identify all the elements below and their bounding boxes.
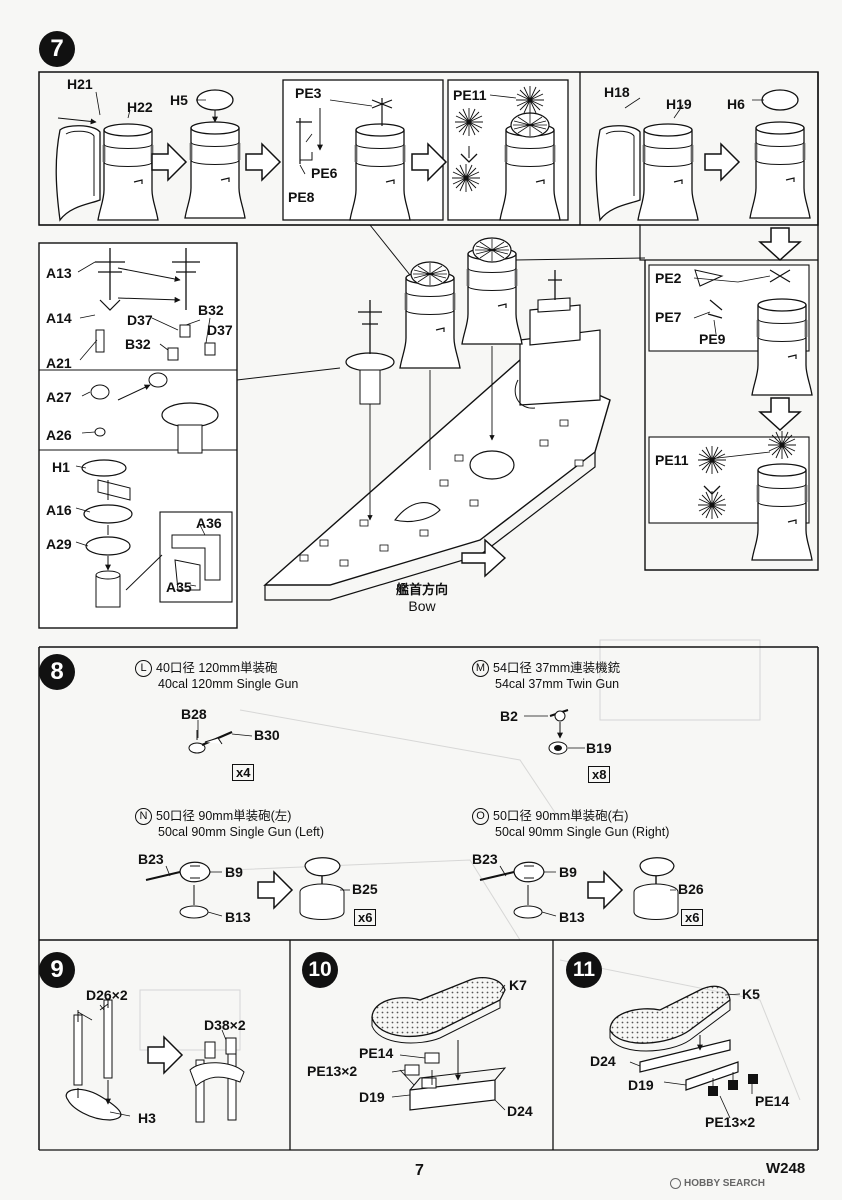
gun-o-caption: O 50口径 90mm単装砲(右) 50cal 90mm Single Gun (…	[472, 808, 669, 841]
part-label-pe7: PE7	[655, 309, 682, 325]
part-label-a21: A21	[46, 355, 72, 371]
gun-l-en: 40cal 120mm Single Gun	[158, 677, 299, 691]
part-label-pe11-a: PE11	[453, 87, 487, 103]
gun-n-jp: 50口径 90mm単装砲(左)	[156, 808, 292, 823]
part-label-b9-o: B9	[559, 864, 577, 880]
part-label-a13: A13	[46, 265, 72, 281]
part-label-d19-s11: D19	[628, 1077, 654, 1093]
step-9-badge: 9	[39, 952, 75, 988]
part-label-pe9: PE9	[699, 331, 726, 347]
part-label-a26: A26	[46, 427, 72, 443]
gun-o-en: 50cal 90mm Single Gun (Right)	[495, 825, 670, 839]
part-label-h6: H6	[727, 96, 745, 112]
part-label-h1: H1	[52, 459, 70, 475]
part-label-a29: A29	[46, 536, 72, 552]
part-label-d38: D38×2	[204, 1017, 246, 1033]
part-label-pe3: PE3	[295, 85, 322, 101]
part-label-pe6: PE6	[311, 165, 338, 181]
gun-l-letter: L	[135, 660, 152, 677]
gun-m-jp: 54口径 37mm連装機銃	[493, 660, 621, 675]
part-label-h19: H19	[666, 96, 692, 112]
part-label-pe14-s10: PE14	[359, 1045, 394, 1061]
gun-l-caption: L 40口径 120mm単装砲 40cal 120mm Single Gun	[135, 660, 298, 693]
part-label-b25: B25	[352, 881, 378, 897]
step-10-badge: 10	[302, 952, 338, 988]
gun-l-jp: 40口径 120mm単装砲	[156, 660, 278, 675]
gun-m-caption: M 54口径 37mm連装機銃 54cal 37mm Twin Gun	[472, 660, 620, 693]
watermark-logo-icon	[670, 1178, 681, 1189]
step-8-badge: 8	[39, 654, 75, 690]
gun-o-jp: 50口径 90mm単装砲(右)	[493, 808, 629, 823]
part-label-b28: B28	[181, 706, 207, 722]
step-7-badge: 7	[39, 31, 75, 67]
part-label-a27: A27	[46, 389, 72, 405]
gun-n-qty: x6	[354, 909, 377, 926]
part-label-k7: K7	[509, 977, 527, 993]
part-label-b32-a: B32	[198, 302, 224, 318]
bow-label-jp: 艦首方向	[395, 582, 448, 597]
part-label-a36: A36	[196, 515, 222, 531]
part-label-h21: H21	[67, 76, 93, 92]
part-label-k5: K5	[742, 986, 760, 1002]
part-label-h5: H5	[170, 92, 188, 108]
bow-label-en: Bow	[408, 597, 436, 614]
part-label-d37-a: D37	[127, 312, 153, 328]
gun-n-letter: N	[135, 808, 152, 825]
part-label-b13-o: B13	[559, 909, 585, 925]
kit-code: W248	[766, 1160, 806, 1177]
part-label-pe2: PE2	[655, 270, 682, 286]
part-label-b2: B2	[500, 708, 518, 724]
gun-o-letter: O	[472, 808, 489, 825]
part-label-b30: B30	[254, 727, 280, 743]
gun-o-qty: x6	[681, 909, 704, 926]
part-label-h22: H22	[127, 99, 153, 115]
gun-m-letter: M	[472, 660, 489, 677]
step-11-badge: 11	[566, 952, 602, 988]
part-label-b9-n: B9	[225, 864, 243, 880]
gun-m-en: 54cal 37mm Twin Gun	[495, 677, 620, 691]
part-label-d24-s11: D24	[590, 1053, 616, 1069]
bow-direction-label: 艦首方向 Bow	[390, 582, 454, 614]
part-label-b13-n: B13	[225, 909, 251, 925]
part-label-pe11-b: PE11	[655, 452, 689, 468]
gun-n-en: 50cal 90mm Single Gun (Left)	[158, 825, 325, 839]
part-label-d24-s10: D24	[507, 1103, 533, 1119]
part-label-b32-b: B32	[125, 336, 151, 352]
gun-n-caption: N 50口径 90mm単装砲(左) 50cal 90mm Single Gun (…	[135, 808, 324, 841]
part-label-pe8: PE8	[288, 189, 315, 205]
gun-l-qty: x4	[232, 764, 255, 781]
part-label-pe13-s11: PE13×2	[705, 1114, 756, 1130]
part-label-b23-o: B23	[472, 851, 498, 867]
part-label-b23-n: B23	[138, 851, 164, 867]
part-label-d19-s10: D19	[359, 1089, 385, 1105]
part-label-a14: A14	[46, 310, 72, 326]
gun-m-qty: x8	[588, 766, 611, 783]
part-label-a16: A16	[46, 502, 72, 518]
page-number: 7	[415, 1162, 424, 1179]
watermark-text: HOBBY SEARCH	[684, 1178, 765, 1190]
part-label-d26: D26×2	[86, 987, 128, 1003]
part-label-pe14-s11: PE14	[755, 1093, 790, 1109]
part-label-d37-b: D37	[207, 322, 233, 338]
part-label-h3: H3	[138, 1110, 156, 1126]
part-label-b19: B19	[586, 740, 612, 756]
part-label-a35: A35	[166, 579, 192, 595]
part-label-h18: H18	[604, 84, 630, 100]
watermark: HOBBY SEARCH	[670, 1178, 765, 1189]
part-label-b26: B26	[678, 881, 704, 897]
part-label-pe13-s10: PE13×2	[307, 1063, 358, 1079]
